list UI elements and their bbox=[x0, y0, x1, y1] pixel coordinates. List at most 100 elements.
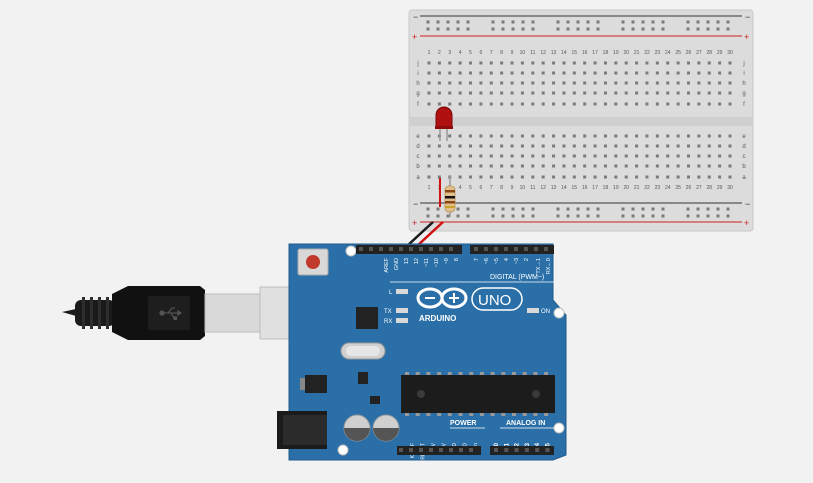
breadboard-hole[interactable] bbox=[427, 61, 431, 65]
breadboard-hole[interactable] bbox=[531, 91, 535, 95]
breadboard-hole[interactable] bbox=[448, 144, 452, 148]
breadboard-hole[interactable] bbox=[707, 175, 711, 179]
header-pin[interactable] bbox=[514, 448, 519, 452]
breadboard-hole[interactable] bbox=[520, 164, 524, 168]
rail-hole[interactable] bbox=[501, 27, 505, 31]
rail-hole[interactable] bbox=[621, 27, 625, 31]
breadboard-hole[interactable] bbox=[562, 71, 566, 75]
breadboard-hole[interactable] bbox=[635, 91, 639, 95]
breadboard-hole[interactable] bbox=[718, 175, 722, 179]
rail-hole[interactable] bbox=[651, 27, 655, 31]
breadboard-hole[interactable] bbox=[427, 164, 431, 168]
header-pin[interactable] bbox=[369, 247, 373, 251]
rail-hole[interactable] bbox=[566, 207, 570, 211]
rail-hole[interactable] bbox=[521, 27, 525, 31]
breadboard-hole[interactable] bbox=[687, 154, 690, 158]
header-pin[interactable] bbox=[409, 247, 413, 251]
breadboard-hole[interactable] bbox=[603, 164, 607, 168]
rail-hole[interactable] bbox=[596, 214, 600, 218]
breadboard-hole[interactable] bbox=[541, 134, 545, 138]
rail-hole[interactable] bbox=[651, 214, 655, 218]
breadboard-hole[interactable] bbox=[520, 102, 524, 106]
breadboard-hole[interactable] bbox=[676, 164, 680, 168]
breadboard-hole[interactable] bbox=[520, 71, 524, 75]
red-led[interactable] bbox=[435, 106, 453, 141]
breadboard-hole[interactable] bbox=[645, 102, 649, 106]
rail-hole[interactable] bbox=[631, 214, 635, 218]
breadboard-hole[interactable] bbox=[697, 144, 701, 148]
breadboard-hole[interactable] bbox=[479, 71, 483, 75]
breadboard-hole[interactable] bbox=[655, 175, 659, 179]
breadboard-hole[interactable] bbox=[541, 102, 545, 106]
breadboard-hole[interactable] bbox=[687, 144, 690, 148]
breadboard-hole[interactable] bbox=[655, 144, 659, 148]
breadboard-hole[interactable] bbox=[676, 134, 680, 138]
header-pin[interactable] bbox=[429, 247, 433, 251]
breadboard-hole[interactable] bbox=[603, 61, 607, 65]
header-pin[interactable] bbox=[494, 247, 498, 251]
breadboard-hole[interactable] bbox=[458, 164, 462, 168]
rail-hole[interactable] bbox=[686, 214, 690, 218]
breadboard-hole[interactable] bbox=[603, 81, 607, 85]
breadboard-hole[interactable] bbox=[437, 154, 441, 158]
breadboard-hole[interactable] bbox=[437, 164, 441, 168]
header-pin[interactable] bbox=[409, 448, 413, 452]
breadboard-hole[interactable] bbox=[500, 164, 504, 168]
rail-hole[interactable] bbox=[596, 27, 600, 31]
breadboard-hole[interactable] bbox=[552, 175, 556, 179]
breadboard-hole[interactable] bbox=[541, 164, 545, 168]
breadboard-hole[interactable] bbox=[624, 81, 628, 85]
breadboard-hole[interactable] bbox=[718, 102, 722, 106]
breadboard-hole[interactable] bbox=[458, 134, 462, 138]
rail-hole[interactable] bbox=[456, 207, 460, 211]
breadboard-hole[interactable] bbox=[593, 164, 597, 168]
rail-hole[interactable] bbox=[491, 207, 495, 211]
breadboard-hole[interactable] bbox=[728, 71, 732, 75]
breadboard-hole[interactable] bbox=[624, 102, 628, 106]
breadboard-hole[interactable] bbox=[500, 71, 504, 75]
breadboard-hole[interactable] bbox=[687, 81, 690, 85]
power-jack[interactable] bbox=[277, 411, 327, 449]
breadboard-hole[interactable] bbox=[614, 144, 618, 148]
breadboard-hole[interactable] bbox=[520, 81, 524, 85]
breadboard-hole[interactable] bbox=[593, 71, 597, 75]
breadboard-hole[interactable] bbox=[469, 175, 473, 179]
rail-hole[interactable] bbox=[576, 20, 580, 24]
breadboard-hole[interactable] bbox=[635, 175, 639, 179]
rail-hole[interactable] bbox=[446, 20, 450, 24]
breadboard-hole[interactable] bbox=[489, 164, 493, 168]
breadboard-hole[interactable] bbox=[624, 144, 628, 148]
header-pin[interactable] bbox=[419, 448, 423, 452]
breadboard-hole[interactable] bbox=[707, 61, 711, 65]
breadboard-hole[interactable] bbox=[655, 164, 659, 168]
breadboard-hole[interactable] bbox=[572, 91, 576, 95]
breadboard-hole[interactable] bbox=[687, 164, 690, 168]
breadboard-hole[interactable] bbox=[427, 154, 431, 158]
rail-hole[interactable] bbox=[641, 207, 645, 211]
breadboard-hole[interactable] bbox=[583, 102, 587, 106]
breadboard-hole[interactable] bbox=[707, 91, 711, 95]
breadboard-hole[interactable] bbox=[489, 134, 493, 138]
rail-hole[interactable] bbox=[456, 214, 460, 218]
breadboard-hole[interactable] bbox=[593, 134, 597, 138]
breadboard-hole[interactable] bbox=[697, 154, 701, 158]
header-pin[interactable] bbox=[545, 448, 550, 452]
breadboard-hole[interactable] bbox=[541, 91, 545, 95]
header-pin[interactable] bbox=[494, 448, 498, 452]
rail-hole[interactable] bbox=[686, 27, 690, 31]
breadboard-hole[interactable] bbox=[645, 154, 649, 158]
breadboard-hole[interactable] bbox=[541, 61, 545, 65]
rail-hole[interactable] bbox=[501, 214, 505, 218]
breadboard-hole[interactable] bbox=[635, 154, 639, 158]
reset-button[interactable] bbox=[297, 248, 329, 276]
rail-hole[interactable] bbox=[511, 214, 515, 218]
breadboard-hole[interactable] bbox=[635, 81, 639, 85]
breadboard-hole[interactable] bbox=[427, 134, 431, 138]
breadboard-hole[interactable] bbox=[707, 164, 711, 168]
header-pin[interactable] bbox=[514, 247, 518, 251]
breadboard-hole[interactable] bbox=[624, 61, 628, 65]
rail-hole[interactable] bbox=[511, 20, 515, 24]
breadboard-hole[interactable] bbox=[614, 102, 618, 106]
rail-hole[interactable] bbox=[531, 27, 535, 31]
rail-hole[interactable] bbox=[521, 207, 525, 211]
